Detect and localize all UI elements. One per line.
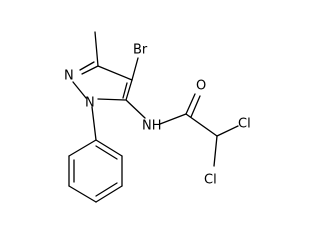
- bond-c3-n2: [81, 65, 99, 75]
- bond-carbonyl-chcl2: [185, 113, 218, 137]
- carbonyl-oxygen-label: O: [196, 79, 206, 94]
- chemical-structure: Br N N NH O Cl Cl: [64, 31, 251, 203]
- bond-n1-c5: [97, 98, 126, 101]
- bond-ph-inner-3: [95, 145, 118, 160]
- bond-ph-6: [95, 139, 123, 157]
- amide-nh-label: NH: [142, 119, 162, 134]
- bond-carbonyl-o-double: [190, 95, 201, 118]
- bond-ph-inner-2: [95, 182, 118, 197]
- ring-nitrogen-upper-label: N: [64, 69, 74, 84]
- chlorine-upper-label: Cl: [238, 117, 251, 132]
- bond-methyl: [94, 31, 99, 67]
- bond-n2-n1: [72, 81, 87, 99]
- bond-c-cl-upper: [216, 125, 239, 137]
- bond-ph-4: [95, 185, 123, 203]
- bond-n1-phenyl: [91, 106, 97, 141]
- bond-c4-c5-double: [122, 82, 128, 99]
- bond-c3-c4: [97, 65, 133, 81]
- bond-ph-3: [68, 185, 97, 203]
- bond-ph-1: [68, 139, 97, 157]
- chlorine-lower-label: Cl: [204, 173, 217, 188]
- bond-c3-n2-double: [79, 61, 95, 71]
- bromine-label: Br: [133, 43, 148, 58]
- bond-carbonyl-o: [185, 93, 196, 115]
- bond-c5-nh: [125, 99, 146, 119]
- bond-c4-br: [131, 57, 139, 81]
- bond-c4-c5: [125, 79, 133, 101]
- bond-nh-carbonyl: [159, 113, 187, 125]
- bond-c-cl-lower: [213, 135, 218, 167]
- ring-nitrogen-lower-label: N: [85, 96, 95, 111]
